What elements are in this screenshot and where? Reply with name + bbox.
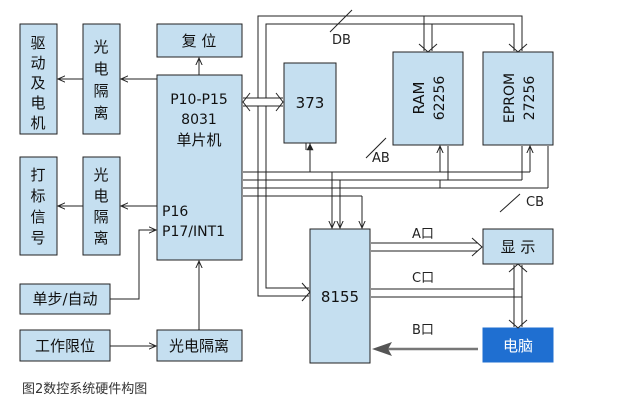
db-bus-outer <box>257 15 523 98</box>
opto-isolation-bottom-box: 光电隔离 <box>156 329 243 362</box>
marking-signal-char-2: 标 <box>30 187 45 205</box>
ab-slash <box>365 137 387 159</box>
opto-mid-char-1: 光 <box>93 166 108 184</box>
opto-bottom-label: 光电隔离 <box>169 337 229 355</box>
arrowhead-mcu-373-right <box>275 92 284 112</box>
opto-top-char-4: 离 <box>93 104 108 122</box>
marking-signal-box: 打 标 信 号 <box>19 156 58 256</box>
mcu-title: 单片机 <box>176 131 221 149</box>
chip-8155-label: 8155 <box>321 288 359 306</box>
eprom-model: 27256 <box>522 76 538 121</box>
latch-373-box: 373 <box>283 62 337 144</box>
drive-motor-char-1: 驱 <box>30 34 45 52</box>
cb-label: CB <box>526 195 544 210</box>
arrowhead-b-port <box>372 342 392 356</box>
drive-motor-char-3: 及 <box>30 74 45 92</box>
drive-motor-char-4: 电 <box>30 94 45 112</box>
opto-top-char-3: 隔 <box>93 82 108 100</box>
arrowhead-mcu-373-left <box>242 92 251 112</box>
ram-label: RAM <box>410 81 428 114</box>
figure-caption: 图2数控系统硬件构图 <box>22 382 147 397</box>
eprom-box: EPROM 27256 <box>482 51 554 146</box>
marking-signal-char-4: 号 <box>30 229 45 247</box>
port-b-label: B口 <box>412 323 434 338</box>
opto-top-char-1: 光 <box>93 38 108 56</box>
marking-signal-char-1: 打 <box>30 166 45 184</box>
arrowhead-db-ram <box>418 43 438 53</box>
drive-motor-box: 驱 动 及 电 机 <box>19 23 58 135</box>
ram-model: 62256 <box>432 76 448 121</box>
display-label: 显 示 <box>501 238 536 256</box>
port-c-label: C口 <box>412 271 434 286</box>
step-auto-label: 单步/自动 <box>32 290 97 308</box>
arrowhead-db-eprom <box>508 43 528 53</box>
arrowhead-c-display <box>508 263 528 273</box>
port-a-label: A口 <box>412 227 434 242</box>
eprom-label: EPROM <box>502 73 518 123</box>
mcu-port-p17-int1: P17/INT1 <box>162 224 225 240</box>
reset-box: 复 位 <box>156 23 243 58</box>
mcu-port-p16: P16 <box>162 204 188 220</box>
mcu-port-p10-p15: P10-P15 <box>170 92 228 108</box>
db-label: DB <box>332 33 351 48</box>
connectors: DB AB CB A口 <box>58 9 549 356</box>
arrow-step-to-mcu <box>110 230 156 300</box>
step-auto-box: 单步/自动 <box>19 283 111 315</box>
arrowhead-db-8155 <box>301 282 311 302</box>
arrowhead-c-computer <box>508 319 528 329</box>
cb-slash <box>499 193 521 213</box>
computer-label: 电脑 <box>503 337 533 355</box>
opto-mid-char-3: 隔 <box>93 208 108 226</box>
opto-top-char-2: 电 <box>93 60 108 78</box>
marking-signal-char-3: 信 <box>30 208 45 226</box>
work-limit-box: 工作限位 <box>19 329 111 362</box>
computer-box: 电脑 <box>482 327 554 363</box>
opto-isolation-top-box: 光 电 隔 离 <box>82 23 121 135</box>
opto-mid-char-4: 离 <box>93 229 108 247</box>
opto-isolation-mid-box: 光 电 隔 离 <box>82 156 121 256</box>
display-box: 显 示 <box>482 228 554 265</box>
latch-373-label: 373 <box>296 94 325 112</box>
db-slash <box>329 9 353 33</box>
ram-box: RAM 62256 <box>392 51 464 146</box>
chip-8155-box: 8155 <box>309 228 371 364</box>
mcu-model: 8031 <box>181 112 217 128</box>
opto-mid-char-2: 电 <box>93 187 108 205</box>
drive-motor-char-2: 动 <box>30 54 45 72</box>
work-limit-label: 工作限位 <box>35 337 95 355</box>
mcu-8031-box: P10-P15 8031 单片机 P16 P17/INT1 <box>156 74 243 261</box>
ab-label: AB <box>372 151 390 166</box>
reset-label: 复 位 <box>182 32 217 50</box>
drive-motor-char-5: 机 <box>30 114 45 132</box>
